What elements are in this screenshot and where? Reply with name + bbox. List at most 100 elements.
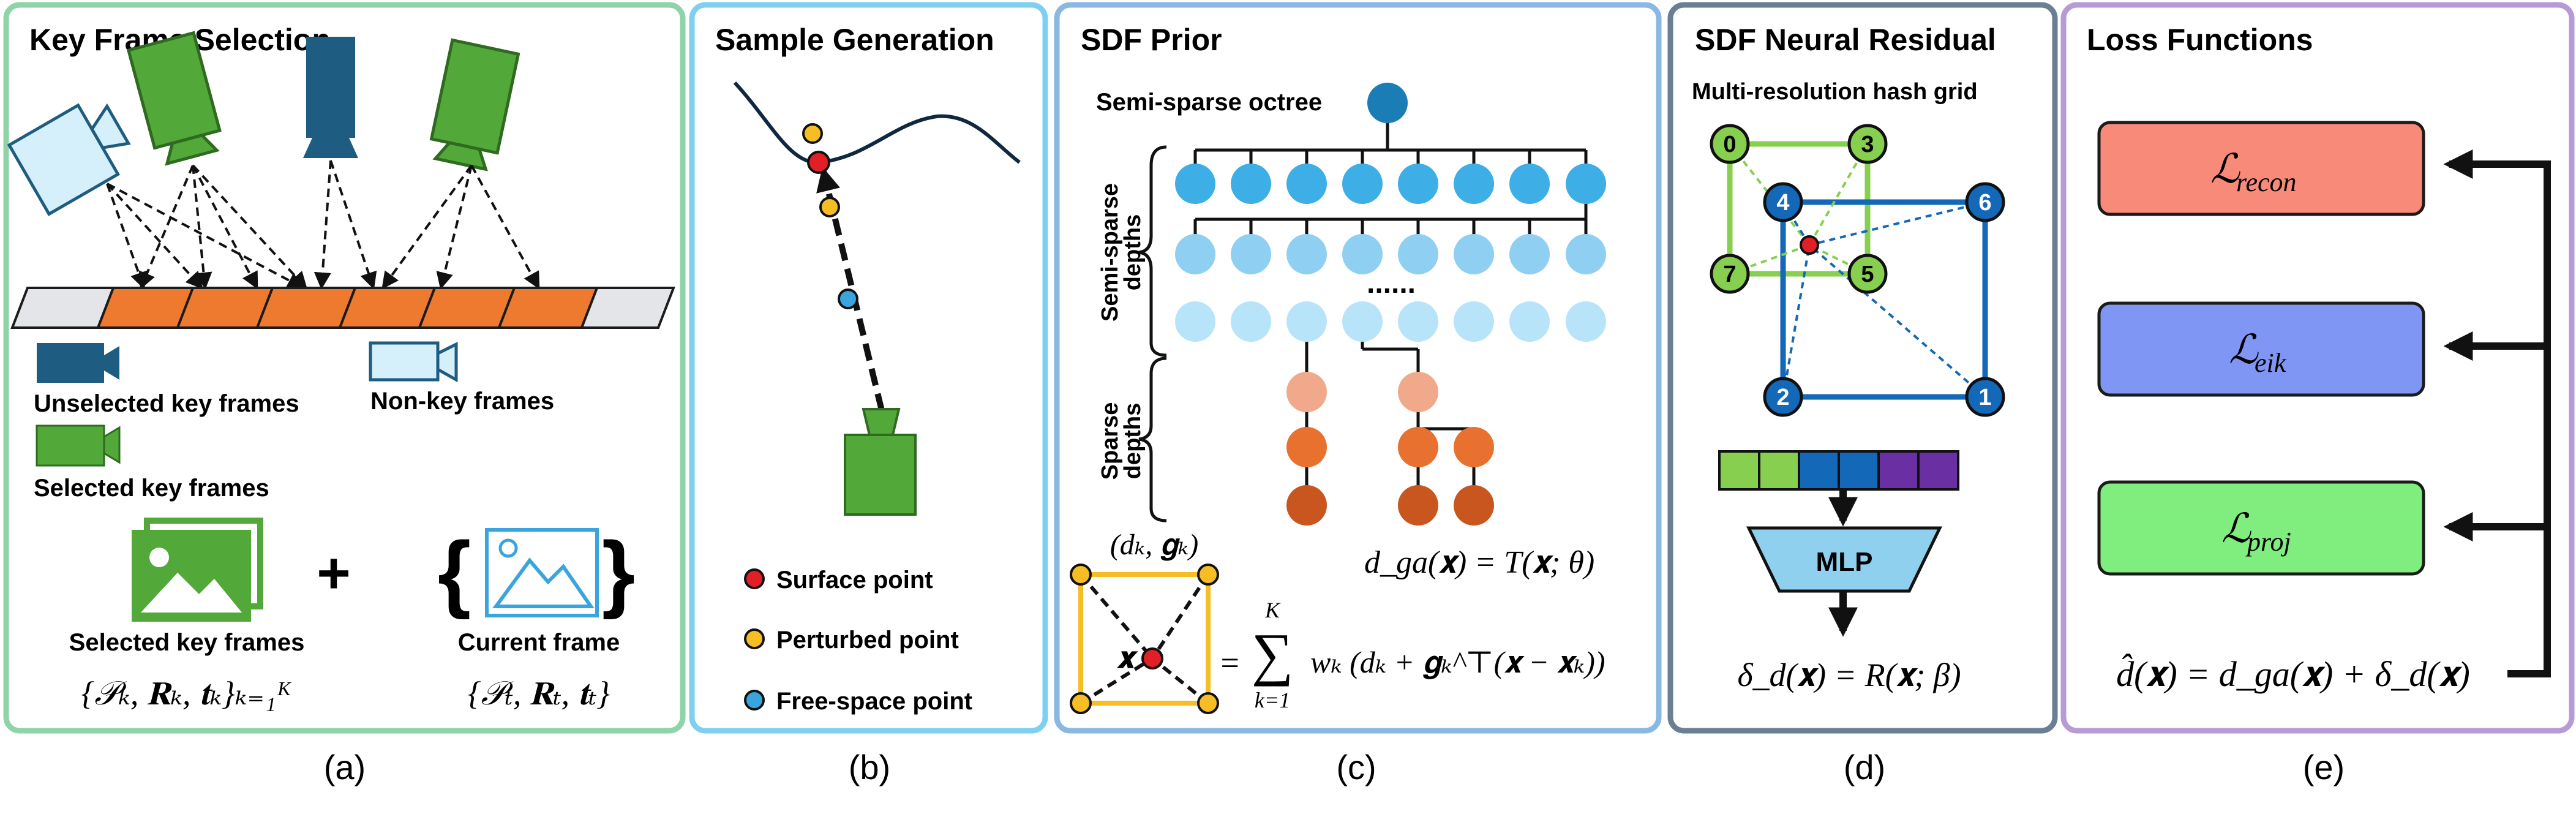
image-stack-icon bbox=[132, 518, 263, 622]
selected-key-frame-camera-icon bbox=[429, 38, 520, 172]
hash-grid-vertex: 3 bbox=[1847, 124, 1888, 164]
panel-d-border bbox=[1667, 2, 2058, 734]
panel-e-border bbox=[2060, 2, 2575, 734]
residual-equation: δ_d(𝐱) = R(𝐱; β) bbox=[1737, 657, 1961, 693]
caption-b: (b) bbox=[849, 748, 890, 786]
sum-lower-limit: k=1 bbox=[1255, 688, 1290, 712]
free-space-point-marker bbox=[838, 288, 858, 309]
svg-text:7: 7 bbox=[1723, 262, 1736, 287]
caption-d: (d) bbox=[1844, 748, 1885, 786]
sparse-brace bbox=[1138, 356, 1167, 522]
eik-loss-box bbox=[2097, 301, 2425, 397]
panel-loss-functions: Loss Functions ℒ recon ℒ eik ℒ proj d̂(𝐱… bbox=[2060, 2, 2575, 786]
sdf-prior-equation: d_ga(𝐱) = T(𝐱; θ) bbox=[1364, 545, 1594, 580]
hash-grid-vertex: 7 bbox=[1710, 254, 1750, 294]
svg-text:4: 4 bbox=[1776, 190, 1789, 216]
legend-free-label: Free-space point bbox=[776, 688, 972, 715]
current-frame-math: {𝒫ₜ, 𝐑ₜ, 𝐭ₜ} bbox=[468, 675, 610, 712]
sum-upper-limit: K bbox=[1264, 598, 1281, 622]
panel-e-title: Loss Functions bbox=[2087, 23, 2313, 57]
panel-c-title: SDF Prior bbox=[1081, 23, 1222, 57]
brace-right: } bbox=[602, 524, 635, 620]
sum-body: wₖ (dₖ + 𝐠ₖ^⊤(𝐱 − 𝐱ₖ)) bbox=[1310, 645, 1605, 679]
svg-text:2: 2 bbox=[1776, 385, 1789, 410]
sum-symbol: ∑ bbox=[1252, 621, 1293, 687]
eik-loss-subscript: eik bbox=[2255, 348, 2287, 378]
semi-sparse-label-1: Semi-sparse bbox=[1097, 183, 1123, 322]
selected-key-frames-caption: Selected key frames bbox=[69, 629, 305, 656]
legend-perturbed-icon bbox=[744, 628, 765, 649]
legend-perturbed-label: Perturbed point bbox=[776, 627, 959, 654]
frame-strip bbox=[10, 287, 675, 329]
svg-text:3: 3 bbox=[1861, 132, 1874, 157]
selected-key-frame-camera-icon bbox=[126, 31, 222, 166]
svg-text:0: 0 bbox=[1723, 132, 1736, 157]
panel-c-border bbox=[1054, 2, 1662, 734]
camera-projection-lines bbox=[106, 160, 540, 290]
query-point-marker bbox=[1800, 235, 1819, 255]
hash-grid-vertex: 1 bbox=[1965, 377, 2005, 417]
selected-key-frames-math: {𝒫ₖ, 𝐑ₖ, 𝐭ₖ}ₖ₌₁ᴷ bbox=[81, 675, 293, 712]
hash-grid-vertex: 2 bbox=[1763, 377, 1803, 417]
legend-unselected-camera-icon bbox=[37, 343, 119, 383]
surface-curve bbox=[733, 81, 1021, 165]
surface-point-marker bbox=[807, 151, 830, 174]
plus-sign: + bbox=[317, 541, 350, 606]
legend-free-icon bbox=[744, 690, 765, 711]
camera-ray bbox=[816, 167, 885, 412]
corner-label: (dₖ, 𝐠ₖ) bbox=[1110, 529, 1198, 561]
hash-grid-vertex: 0 bbox=[1710, 124, 1750, 164]
perturbed-point-marker bbox=[802, 123, 823, 144]
camera-icon bbox=[844, 408, 917, 516]
panel-b-title: Sample Generation bbox=[715, 23, 994, 57]
legend-nonkey-camera-icon bbox=[369, 341, 458, 383]
mlp-label: MLP bbox=[1816, 547, 1873, 577]
legend-selected-camera-icon bbox=[36, 424, 121, 467]
panel-b-border bbox=[689, 2, 1048, 734]
legend-nonkey-label: Non-key frames bbox=[370, 388, 554, 415]
octree-level-1-nodes bbox=[1175, 164, 1606, 204]
svg-text:5: 5 bbox=[1861, 262, 1874, 287]
mlp-block bbox=[1746, 526, 1942, 593]
loss-feedback-arrows bbox=[2443, 149, 2551, 677]
current-frame-image-icon: { } bbox=[438, 524, 635, 620]
caption-a: (a) bbox=[324, 748, 366, 786]
recon-loss-symbol: ℒ bbox=[2210, 147, 2240, 192]
legend-surface-label: Surface point bbox=[776, 567, 933, 594]
recon-loss-box bbox=[2097, 121, 2425, 216]
panel-d-title: SDF Neural Residual bbox=[1695, 23, 1996, 57]
octree-level-3-nodes bbox=[1175, 301, 1606, 342]
non-key-frame-camera-icon bbox=[7, 103, 131, 216]
current-frame-caption: Current frame bbox=[458, 629, 620, 656]
brace-left: { bbox=[438, 524, 471, 620]
octree-ellipsis: ...... bbox=[1367, 267, 1416, 300]
octree-level-2-nodes bbox=[1175, 234, 1606, 274]
unselected-key-frame-camera-icon bbox=[303, 37, 358, 158]
panel-key-frame-selection: Key Frame Selection bbox=[3, 2, 686, 786]
caption-e: (e) bbox=[2303, 748, 2345, 786]
proj-loss-box bbox=[2097, 480, 2425, 576]
semi-sparse-brace bbox=[1138, 145, 1167, 357]
caption-c: (c) bbox=[1336, 748, 1376, 786]
semi-sparse-label-2: depths bbox=[1120, 214, 1146, 291]
proj-loss-symbol: ℒ bbox=[2221, 507, 2251, 551]
interp-equals: = bbox=[1219, 644, 1241, 681]
svg-text:6: 6 bbox=[1978, 190, 1991, 216]
hash-grid-vertex: 4 bbox=[1763, 182, 1803, 222]
octree-root-node bbox=[1367, 83, 1408, 123]
perturbed-point-marker bbox=[819, 197, 840, 217]
interpolation-cell bbox=[1070, 564, 1219, 714]
sparse-label-1: Sparse bbox=[1097, 402, 1123, 480]
eik-loss-symbol: ℒ bbox=[2229, 328, 2259, 372]
octree-label: Semi-sparse octree bbox=[1096, 89, 1322, 116]
recon-loss-subscript: recon bbox=[2236, 167, 2297, 197]
panel-sdf-neural-residual: SDF Neural Residual Multi-resolution has… bbox=[1667, 2, 2058, 786]
panel-sample-generation: Sample Generation Surface point Perturbe… bbox=[689, 2, 1048, 786]
legend-unselected-label: Unselected key frames bbox=[34, 390, 299, 417]
hash-grid-vertex: 5 bbox=[1847, 254, 1888, 294]
sparse-depth-nodes bbox=[1286, 372, 1494, 526]
panel-a-border bbox=[3, 2, 686, 734]
legend-selected-label: Selected key frames bbox=[34, 475, 269, 502]
proj-loss-subscript: proj bbox=[2245, 527, 2291, 557]
